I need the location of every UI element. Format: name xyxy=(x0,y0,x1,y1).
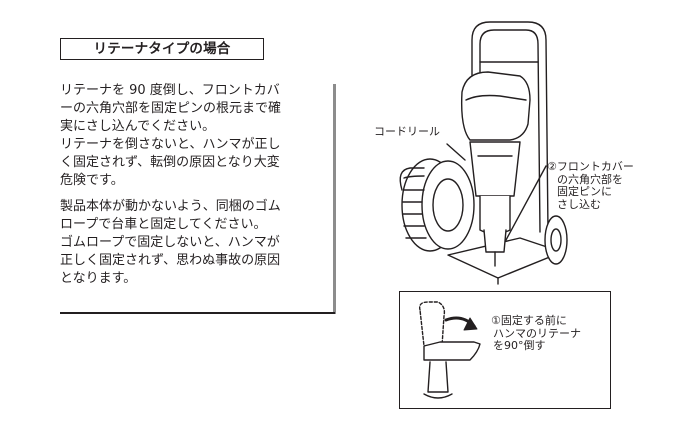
text-line: 危険です。 xyxy=(60,173,124,188)
paragraph-retainer: リテーナを 90 度倒し、フロントカバ ーの六角穴部を固定ピンの根元まで確 実に… xyxy=(60,82,332,190)
label-line: ①固定する前に xyxy=(491,314,567,327)
text-line: リテーナを倒さないと、ハンマが正し xyxy=(60,137,281,152)
label-line: さし込む xyxy=(557,197,601,211)
label-line: ハンマのリテーナ xyxy=(493,326,581,340)
bottom-rule xyxy=(60,312,335,314)
label-line: を90°倒す xyxy=(493,339,546,352)
cord-reel-label: コードリール xyxy=(374,125,440,138)
retainer-before xyxy=(418,301,446,347)
text-line: ロープで台車と固定してください。 xyxy=(60,217,267,232)
text-line: となります。 xyxy=(60,271,137,286)
instruction-text: リテーナを 90 度倒し、フロントカバ ーの六角穴部を固定ピンの根元まで確 実に… xyxy=(60,82,332,296)
text-line: リテーナを 90 度倒し、フロントカバ xyxy=(60,83,280,98)
label-line: の六角穴部を xyxy=(557,172,623,186)
front-cover-label: ②フロントカバー の六角穴部を 固定ピンに さし込む xyxy=(547,160,634,211)
text-line: ゴムロープで固定しないと、ハンマが xyxy=(60,235,280,250)
retainer-after xyxy=(423,341,481,361)
retainer-inset xyxy=(399,291,611,409)
paragraph-rubber-rope: 製品本体が動かないよう、同梱のゴム ロープで台車と固定してください。 ゴムロープ… xyxy=(60,198,332,288)
label-line: ②フロントカバー xyxy=(547,160,634,173)
hammer-handle xyxy=(460,71,531,141)
retainer-label: ①固定する前に ハンマのリテーナ を90°倒す xyxy=(491,314,581,353)
text-line: く固定されず、転倒の原因となり大変 xyxy=(60,155,280,170)
text-line: 実にさし込んでください。 xyxy=(60,119,216,134)
side-rule xyxy=(333,84,336,314)
text-line: ーの六角穴部を固定ピンの根元まで確 xyxy=(60,101,282,116)
cart-wheel xyxy=(544,215,568,265)
label-line: 固定ピンに xyxy=(557,185,612,198)
section-heading: リテーナタイプの場合 xyxy=(60,38,264,60)
text-line: 正しく固定されず、思わぬ事故の原因 xyxy=(60,253,281,268)
cart-handle xyxy=(471,21,549,233)
text-line: 製品本体が動かないよう、同梱のゴム xyxy=(60,199,281,214)
hammer-body xyxy=(469,141,521,197)
